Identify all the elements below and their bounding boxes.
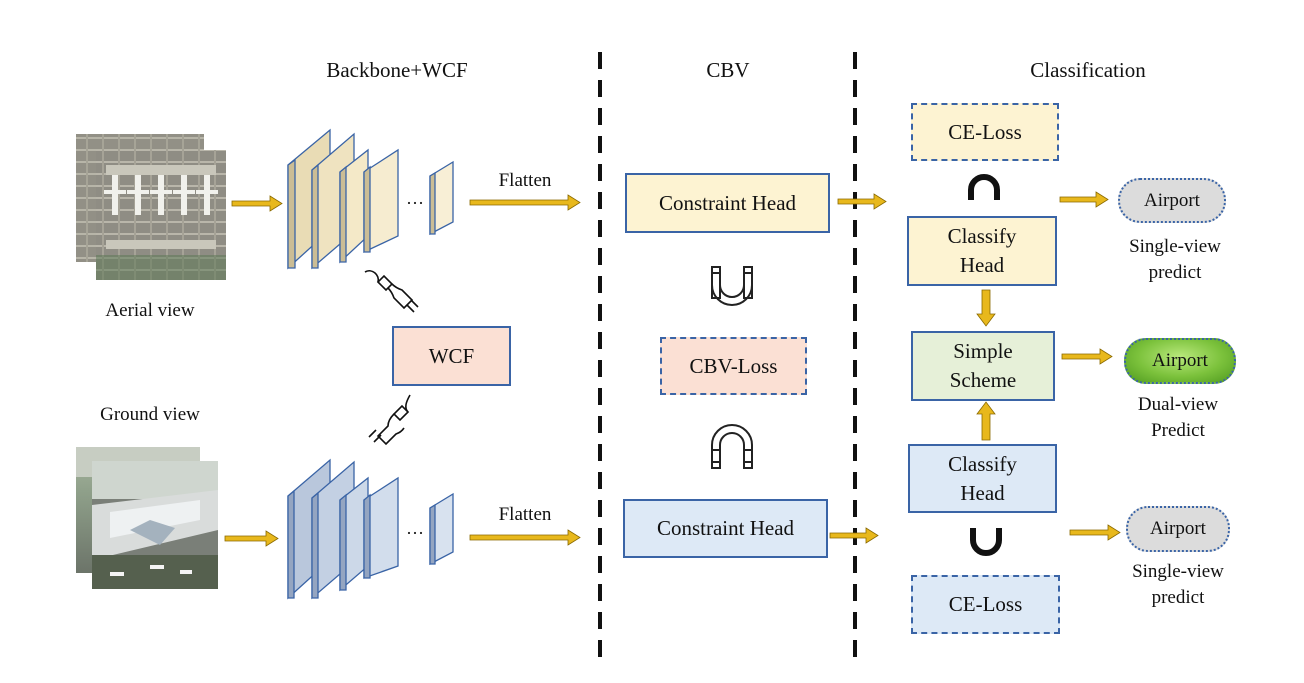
caption-bottom-line1: Single-view xyxy=(1132,561,1224,582)
simple-scheme-line2: Scheme xyxy=(949,368,1017,392)
single-view-caption-bottom: Single-view predict xyxy=(1108,559,1248,611)
caption-top-line2: predict xyxy=(1148,262,1202,283)
aerial-view-image xyxy=(76,134,226,280)
magnet-icon-ce-bottom xyxy=(970,528,1002,556)
aerial-view-label: Aerial view xyxy=(105,300,195,321)
airport-pill-middle-label: Airport xyxy=(1152,350,1208,371)
constraint-head-top: Constraint Head xyxy=(625,173,830,233)
flatten-label-bottom: Flatten xyxy=(498,504,552,525)
ground-view-label: Ground view xyxy=(100,404,200,425)
wcf-label: WCF xyxy=(428,343,475,368)
section-title-cbv: CBV xyxy=(706,58,750,82)
magnet-icon-ce-top xyxy=(968,174,1000,200)
airport-pill-bottom: Airport xyxy=(1126,506,1230,552)
ce-loss-top-label: CE-Loss xyxy=(948,119,1022,144)
airport-pill-bottom-label: Airport xyxy=(1150,518,1206,539)
magnet-icon-bottom xyxy=(711,424,753,469)
classify-head-bottom: Classify Head xyxy=(908,444,1057,513)
dual-view-caption: Dual-view Predict xyxy=(1108,392,1248,444)
section-title-classification: Classification xyxy=(1030,58,1146,82)
simple-scheme-box: Simple Scheme xyxy=(911,331,1055,401)
ground-view-image xyxy=(76,447,218,589)
classify-head-top: Classify Head xyxy=(907,216,1057,286)
plug-icon-top xyxy=(364,270,419,313)
magnet-icon-top xyxy=(711,266,753,306)
caption-bottom-line2: predict xyxy=(1151,587,1205,608)
classify-head-bottom-line2: Head xyxy=(960,480,1005,505)
cbv-loss-label: CBV-Loss xyxy=(689,353,778,378)
section-title-backbone: Backbone+WCF xyxy=(326,58,468,82)
classify-head-top-line1: Classify xyxy=(947,224,1017,248)
flatten-label-top: Flatten xyxy=(498,170,552,191)
constraint-head-bottom: Constraint Head xyxy=(623,499,828,558)
constraint-head-top-label: Constraint Head xyxy=(658,190,797,215)
caption-top-line1: Single-view xyxy=(1129,236,1221,257)
wcf-box: WCF xyxy=(392,326,511,386)
single-view-caption-top: Single-view predict xyxy=(1105,234,1245,286)
ellipsis-bottom: ··· xyxy=(406,523,424,543)
ellipsis-top: ··· xyxy=(406,193,424,213)
cbv-loss-box: CBV-Loss xyxy=(660,337,807,395)
simple-scheme-line1: Simple xyxy=(953,339,1013,363)
classify-head-top-line2: Head xyxy=(959,253,1005,277)
top-feature-maps xyxy=(287,128,454,270)
flow-arrows xyxy=(224,191,1121,547)
bottom-feature-maps xyxy=(287,458,454,600)
ce-loss-bottom-box: CE-Loss xyxy=(911,575,1060,634)
caption-middle-line1: Dual-view xyxy=(1137,394,1219,415)
ce-loss-top-box: CE-Loss xyxy=(911,103,1059,161)
airport-pill-top-label: Airport xyxy=(1144,189,1200,211)
plug-icon-bottom xyxy=(368,394,411,446)
airport-pill-middle: Airport xyxy=(1124,338,1236,384)
constraint-head-bottom-label: Constraint Head xyxy=(656,516,795,540)
classify-head-bottom-line1: Classify xyxy=(948,451,1017,476)
airport-pill-top: Airport xyxy=(1118,178,1226,223)
caption-middle-line2: Predict xyxy=(1151,420,1205,441)
ce-loss-bottom-label: CE-Loss xyxy=(948,592,1023,616)
